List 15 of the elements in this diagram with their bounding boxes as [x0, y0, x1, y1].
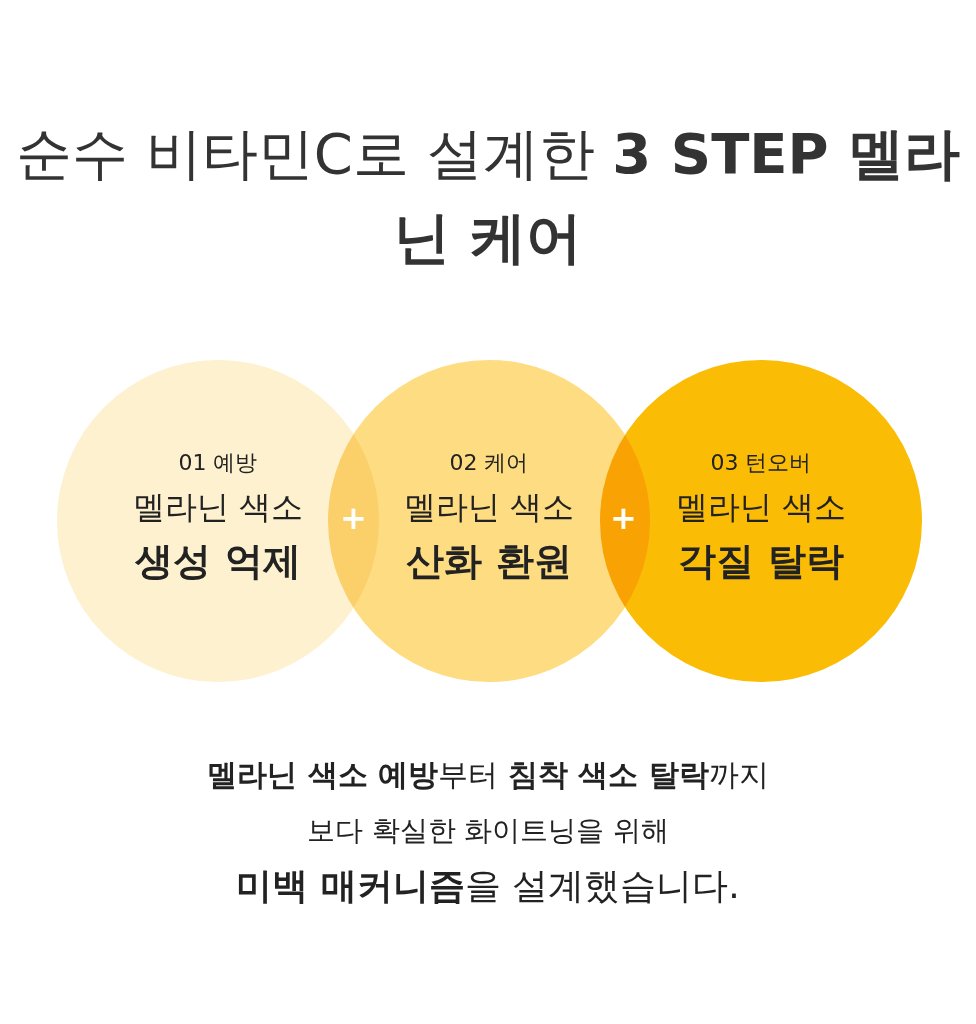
description-text: 미백 매커니즘을 설계했습니다.: [236, 864, 740, 908]
step-subtitle: 멜라닌 색소: [403, 487, 575, 528]
step-title: 산화 환원: [406, 538, 572, 585]
description-text: 멜라닌 색소 예방부터 침착 색소 탈락까지: [207, 756, 769, 794]
step-number: 02 케어: [449, 449, 529, 477]
step-subtitle: 멜라닌 색소: [132, 487, 304, 528]
step-number: 01 예방: [178, 449, 258, 477]
heading: 순수 비타민C로 설계한 3 STEP 멜라닌 케어: [14, 120, 962, 272]
step-title: 각질 탈락: [678, 538, 844, 585]
plus-sign: +: [610, 500, 637, 536]
step-subtitle: 멜라닌 색소: [675, 487, 847, 528]
plus-sign: +: [340, 500, 367, 536]
step-title: 생성 억제: [135, 538, 301, 585]
description-text: 보다 확실한 화이트닝을 위해: [306, 813, 670, 849]
step-number: 03 턴오버: [710, 449, 812, 477]
